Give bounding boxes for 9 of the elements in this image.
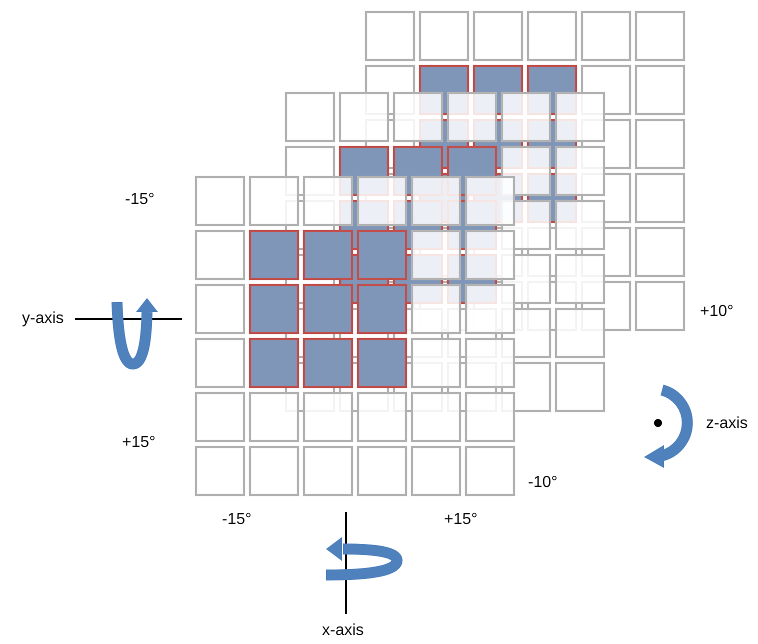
angle-label: -10°	[528, 474, 558, 492]
axis-label: z-axis	[706, 415, 748, 433]
angle-label: +10°	[700, 303, 734, 321]
angle-label: +15°	[122, 434, 156, 452]
angle-label: +15°	[444, 511, 478, 529]
angle-label: -15°	[125, 191, 155, 209]
axis-label: x-axis	[322, 622, 364, 640]
angle-label: -15°	[222, 511, 252, 529]
axis-label: y-axis	[22, 310, 64, 328]
